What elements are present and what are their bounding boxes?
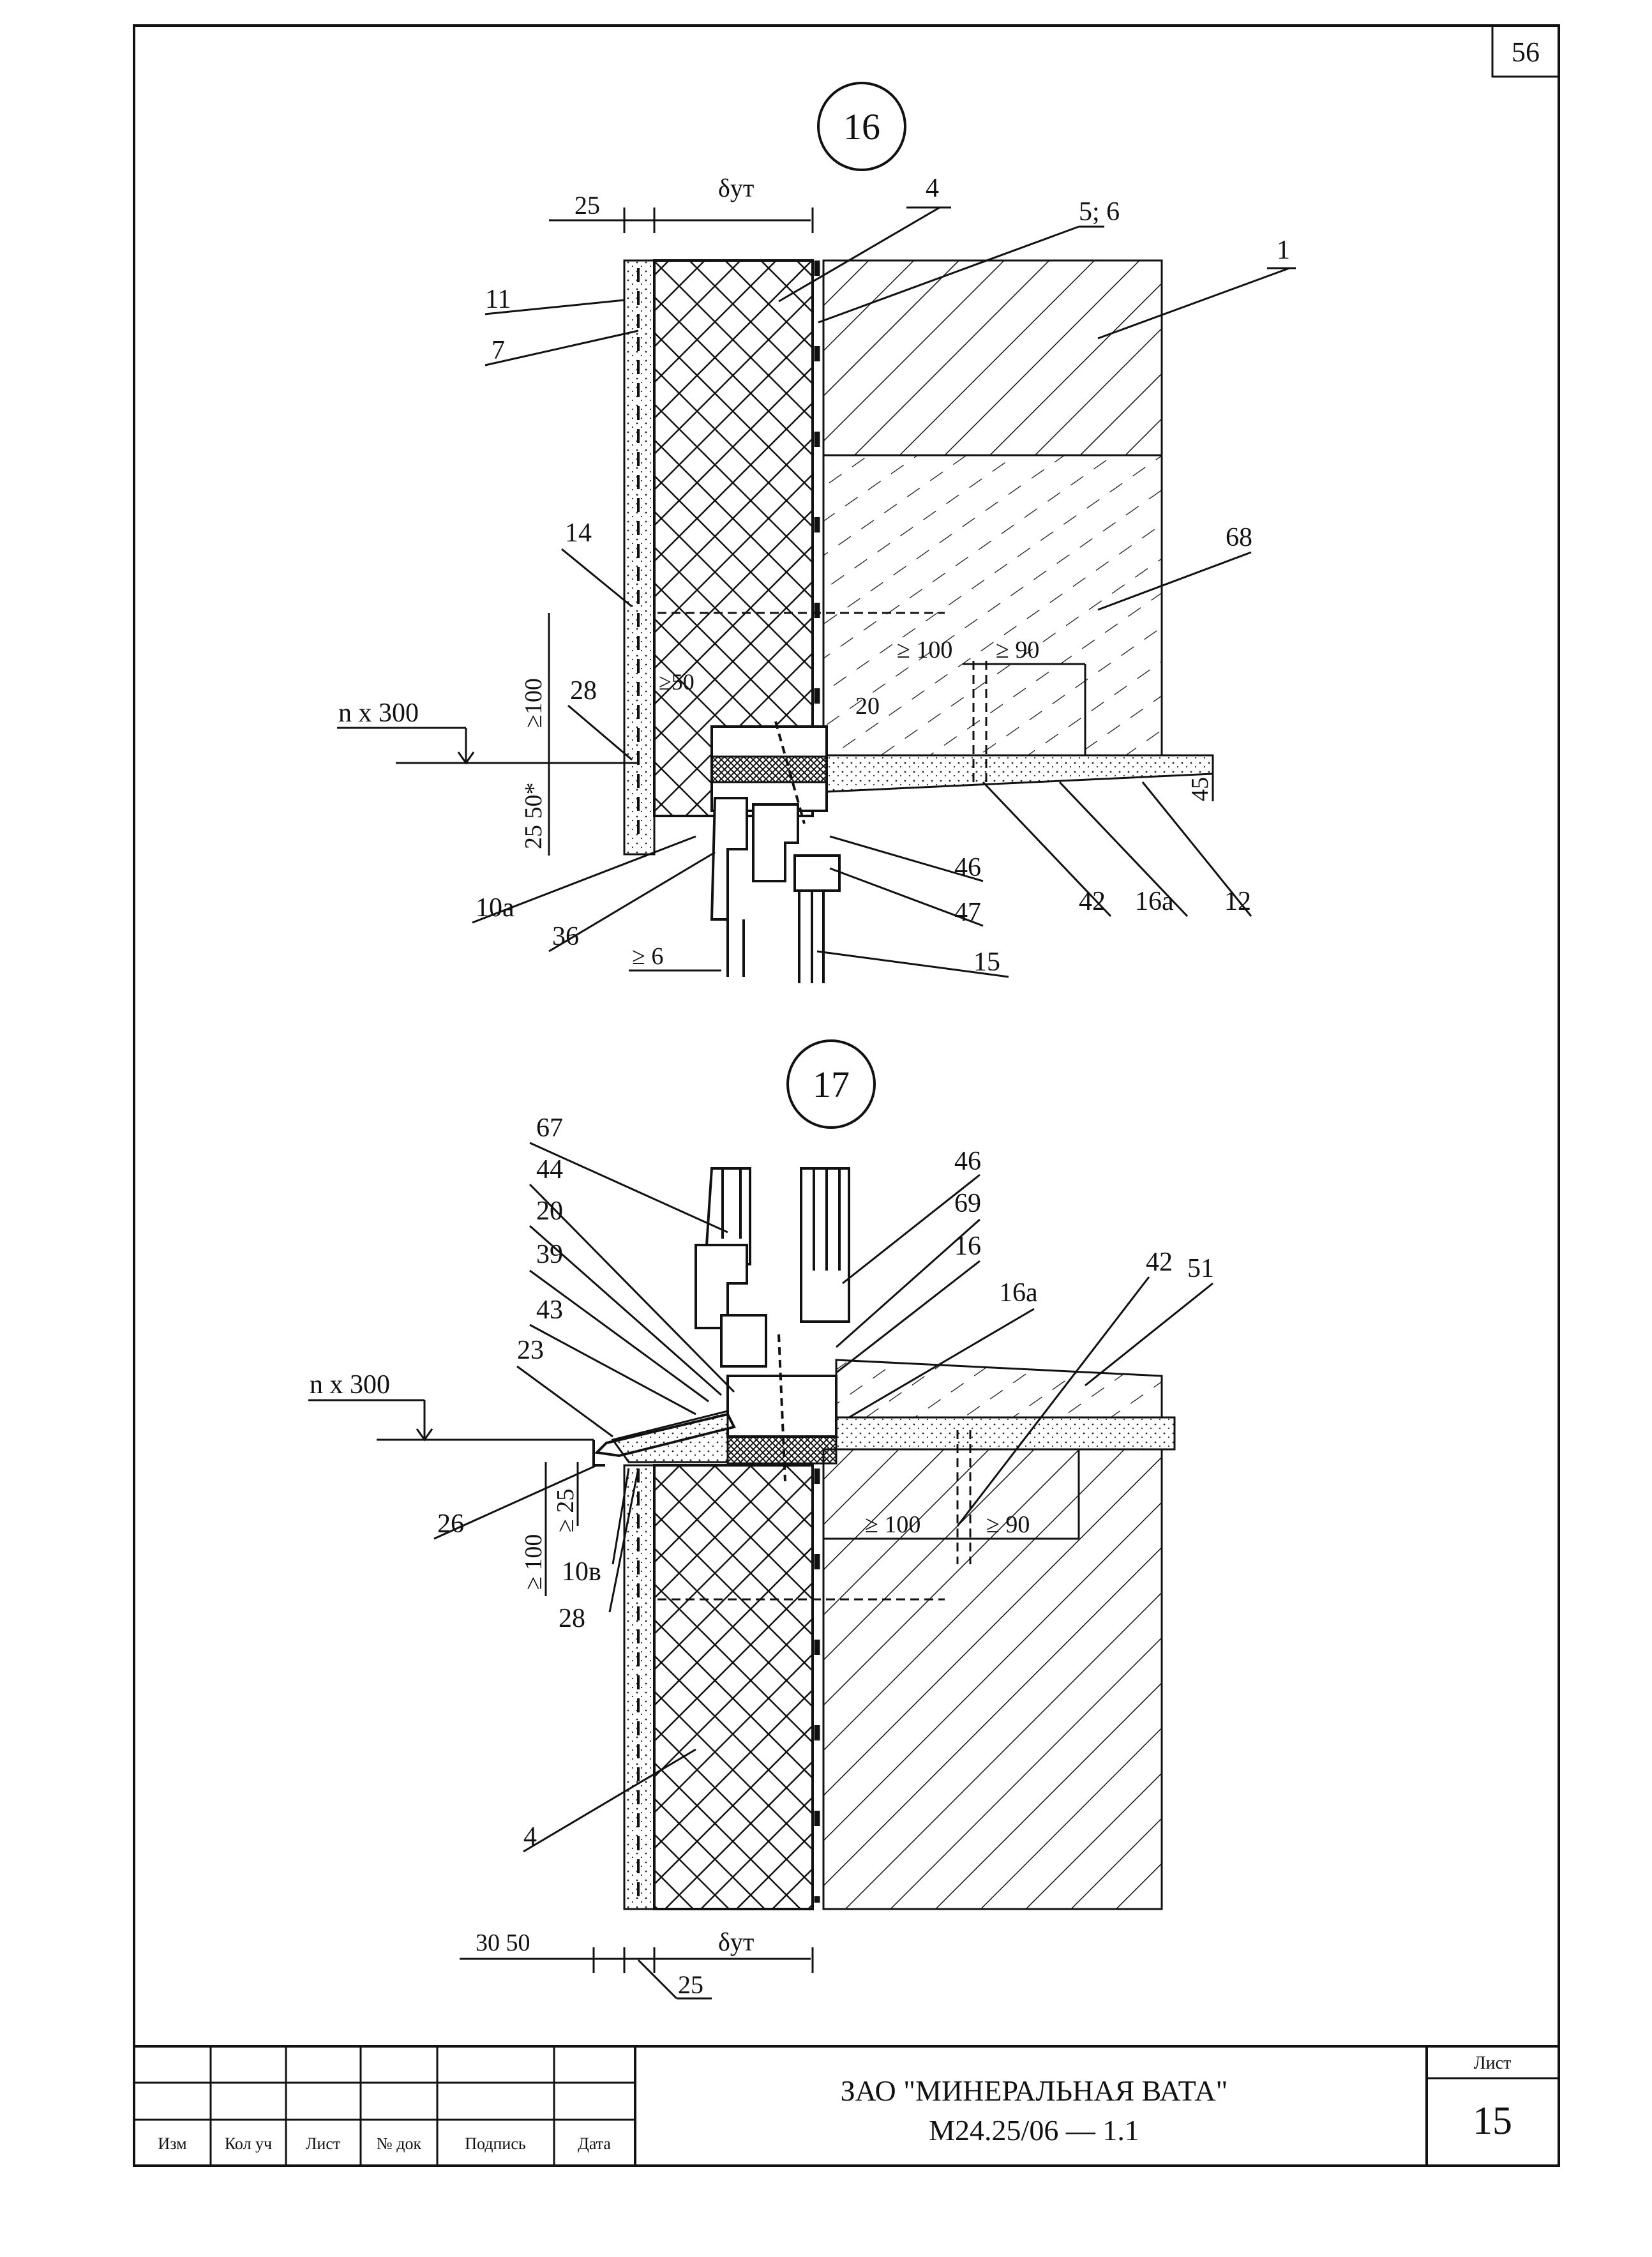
d16-dim-ge6: ≥ 6	[632, 943, 663, 970]
d17-callout-67: 67	[536, 1113, 563, 1143]
d16-dim-45: 45	[1187, 777, 1213, 801]
detail-17-marker	[786, 1039, 876, 1129]
detail-16-number: 16	[843, 106, 880, 147]
d17-dim-25: 25	[678, 1970, 703, 1999]
tb-col-list: Лист	[306, 2134, 340, 2153]
d17-callout-10v: 10в	[562, 1557, 601, 1587]
d17-callout-39: 39	[536, 1240, 563, 1269]
d16-dim-ge100: ≥100	[520, 678, 547, 728]
d16-callout-15: 15	[973, 947, 1000, 977]
d16-callout-12: 12	[1224, 887, 1251, 916]
tb-sheet-label: Лист	[1474, 2053, 1512, 2073]
detail-16-marker	[817, 82, 906, 171]
d17-dim-ge100b: ≥ 100	[865, 1511, 920, 1538]
brick-wall-17	[822, 1448, 1163, 1910]
d16-callout-28: 28	[570, 676, 597, 706]
d17-callout-23: 23	[517, 1336, 544, 1365]
tb-sheet-number: 15	[1473, 2099, 1512, 2143]
d17-dim-30-50: 30 50	[476, 1929, 530, 1956]
d17-callout-28: 28	[559, 1604, 585, 1633]
d16-callout-47: 47	[954, 898, 981, 927]
tb-col-date: Дата	[578, 2134, 611, 2153]
tb-col-kol-uch: Кол уч	[225, 2134, 272, 2153]
d16-dim-ge50: ≥50	[659, 669, 695, 695]
d16-callout-10a: 10a	[476, 893, 514, 923]
d16-dim-delta: δут	[718, 174, 754, 202]
tb-col-doc: № док	[377, 2134, 422, 2153]
d16-dim-ge100b: ≥ 100	[897, 637, 952, 663]
tb-col-signature: Подпись	[465, 2134, 526, 2153]
detail-16: 16 25 δут	[337, 82, 1296, 983]
d16-callout-36: 36	[552, 922, 579, 951]
d16-callout-11: 11	[485, 285, 511, 314]
d16-callout-7: 7	[492, 336, 505, 365]
d17-callout-20: 20	[536, 1196, 563, 1226]
d17-callout-42: 42	[1146, 1248, 1173, 1277]
d16-callout-14: 14	[565, 518, 592, 548]
d16-dim-25: 25	[574, 191, 600, 220]
concrete-lintel	[822, 454, 1163, 757]
d16-callout-16a: 16a	[1135, 887, 1174, 916]
title-block: Изм Кол уч Лист № док Подпись Дата ЗАО "…	[133, 2045, 1560, 2167]
d17-callout-43: 43	[536, 1295, 563, 1325]
d17-dim-delta: δут	[718, 1928, 754, 1956]
d17-callout-44: 44	[536, 1155, 563, 1184]
sheet-corner-number: 56	[1512, 36, 1540, 68]
d17-callout-51: 51	[1187, 1254, 1214, 1283]
brick-wall	[822, 259, 1163, 457]
d16-dim-25-50: 25 50*	[520, 783, 547, 850]
corner-number-box	[1491, 24, 1560, 78]
tb-company: ЗАО "МИНЕРАЛЬНАЯ ВАТА"	[841, 2074, 1228, 2107]
d17-dim-ge25: ≥ 25	[552, 1489, 579, 1532]
d17-callout-26: 26	[437, 1509, 464, 1539]
mineral-wool-insulation-17	[653, 1464, 814, 1910]
d17-callout-4: 4	[523, 1822, 537, 1852]
d16-dim-20: 20	[855, 693, 880, 720]
tb-code: M24.25/06 — 1.1	[929, 2114, 1139, 2147]
d16-callout-4: 4	[926, 174, 939, 203]
d17-callout-16a: 16a	[999, 1278, 1038, 1308]
d17-dim-ge90: ≥ 90	[986, 1511, 1030, 1538]
detail-17-number: 17	[813, 1064, 850, 1105]
d16-callout-1: 1	[1277, 236, 1290, 265]
sealing-tape	[710, 755, 828, 783]
d16-dim-ge90: ≥ 90	[996, 637, 1039, 663]
d17-dim-ge100: ≥ 100	[520, 1534, 547, 1590]
d16-callout-46: 46	[954, 853, 981, 882]
d17-level: n x 300	[310, 1370, 390, 1400]
detail-17: 17	[308, 1039, 1214, 2000]
d16-level: n x 300	[338, 698, 419, 728]
d17-callout-69: 69	[954, 1189, 981, 1218]
d17-callout-46: 46	[954, 1147, 981, 1176]
d16-callout-5-6: 5; 6	[1079, 197, 1120, 227]
d16-callout-68: 68	[1226, 523, 1252, 552]
tb-col-izm: Изм	[158, 2134, 186, 2153]
d16-callout-42: 42	[1079, 887, 1106, 916]
d17-callout-16: 16	[954, 1232, 981, 1261]
